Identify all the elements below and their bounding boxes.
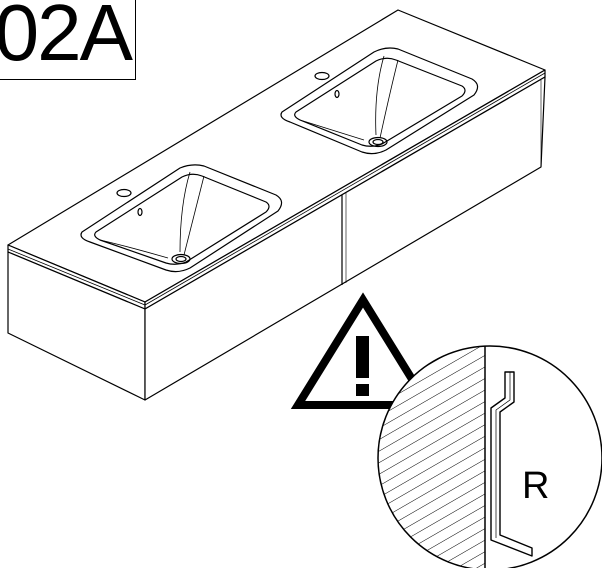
detail-label: R	[522, 465, 549, 507]
hanging-rail-profile	[490, 371, 533, 557]
basin-right	[280, 47, 479, 155]
vanity-unit	[7, 9, 546, 401]
warning-triangle-icon	[290, 292, 436, 409]
model-code-text: 02A	[0, 0, 133, 77]
model-code-label: 02A	[0, 0, 136, 80]
basin-left	[80, 164, 283, 273]
